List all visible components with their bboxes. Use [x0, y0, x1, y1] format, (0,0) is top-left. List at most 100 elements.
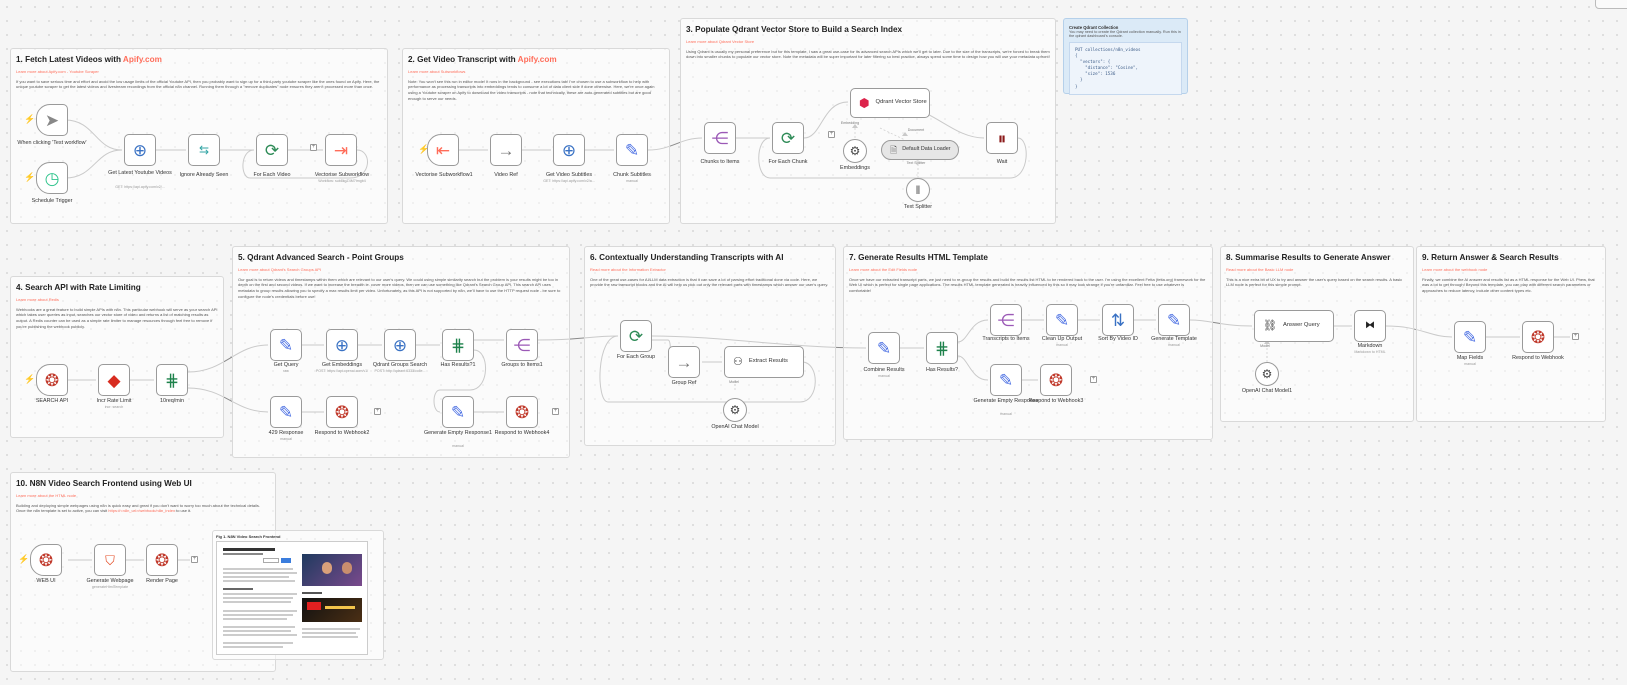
- node-vectorise-subworkflow[interactable]: ⇥: [325, 134, 357, 166]
- node-default-data-loader[interactable]: 🗎Default Data Loader: [881, 140, 959, 160]
- node-generate-empty-response[interactable]: ✎: [990, 364, 1022, 396]
- webhook-icon: ❂: [44, 370, 60, 390]
- node-10req-min[interactable]: ⋕: [156, 364, 188, 396]
- node-qdrant-vector-store[interactable]: ⬢Qdrant Vector Store: [850, 88, 930, 118]
- sticky-link[interactable]: Read more about the Basic LLM node: [1226, 266, 1294, 272]
- sticky-link[interactable]: Read more about the Information Extracto…: [590, 266, 666, 272]
- node-render-page[interactable]: ❂: [146, 544, 178, 576]
- node-embeddings[interactable]: ⚙: [843, 139, 867, 163]
- node-respond-webhook4[interactable]: ❂: [506, 396, 538, 428]
- node-transcripts-to-items[interactable]: ⋲: [990, 304, 1022, 336]
- node-has-results[interactable]: ⋕: [926, 332, 958, 364]
- node-ignore-seen[interactable]: ⇆: [188, 134, 220, 166]
- port-label: Text Splitter: [906, 161, 926, 165]
- node-label: WEB UI: [36, 578, 56, 584]
- node-openai-chat-model1[interactable]: ⚙: [1255, 362, 1279, 386]
- webhook-icon: ❂: [514, 402, 530, 422]
- node-group-ref[interactable]: →: [668, 346, 700, 378]
- trigger-bolt-icon: ⚡: [18, 554, 30, 564]
- split-icon: ⋲: [997, 310, 1015, 330]
- port-label: Embedding: [840, 121, 860, 125]
- sticky-html-template[interactable]: 7. Generate Results HTML Template Learn …: [843, 246, 1213, 440]
- node-text-splitter[interactable]: ‖: [906, 178, 930, 202]
- node-qdrant-groups-search[interactable]: ⊕: [384, 329, 416, 361]
- node-combine-results[interactable]: ✎: [868, 332, 900, 364]
- node-respond-webhook3[interactable]: ❂: [1040, 364, 1072, 396]
- node-get-subtitles[interactable]: ⊕: [553, 134, 585, 166]
- node-schedule-trigger[interactable]: ◷: [36, 162, 68, 194]
- node-manual-trigger[interactable]: ➤: [36, 104, 68, 136]
- node-get-embeddings[interactable]: ⊕: [326, 329, 358, 361]
- canvas-corner-button[interactable]: [1595, 0, 1627, 9]
- node-respond-webhook2[interactable]: ❂: [326, 396, 358, 428]
- sticky-link[interactable]: Learn more about the Edit Fields node: [849, 266, 918, 272]
- node-429-response[interactable]: ✎: [270, 396, 302, 428]
- node-get-query[interactable]: ✎: [270, 329, 302, 361]
- sticky-link[interactable]: Learn more about Apify.com - Youtube Scr…: [16, 68, 99, 74]
- node-vectorise-subworkflow1[interactable]: ⇤: [427, 134, 459, 166]
- sticky-search-api[interactable]: 4. Search API with Rate Limiting Learn m…: [10, 276, 224, 438]
- sticky-body: Our goal is to return videos and timesta…: [238, 276, 561, 299]
- sticky-link[interactable]: Learn more about Qdrant Vector Store: [686, 38, 755, 44]
- node-generate-empty-response1[interactable]: ✎: [442, 396, 474, 428]
- add-node-button[interactable]: +: [374, 408, 381, 415]
- add-node-button[interactable]: +: [1090, 376, 1097, 383]
- redis-icon: ◆: [107, 370, 121, 390]
- node-label: Markdown: [1357, 343, 1383, 349]
- sticky-link[interactable]: Learn more about Subworkflows: [408, 68, 466, 74]
- sticky-link[interactable]: Learn more about the HTML node: [16, 492, 77, 498]
- node-answer-query[interactable]: ⛓Answer Query: [1254, 310, 1334, 342]
- sticky-link[interactable]: Learn more about Redis: [16, 296, 59, 302]
- node-sort-by-video-id[interactable]: ⇅: [1102, 304, 1134, 336]
- sticky-link[interactable]: Learn more about the webhook node: [1422, 266, 1488, 272]
- node-generate-template[interactable]: ✎: [1158, 304, 1190, 336]
- node-has-results1[interactable]: ⋕: [442, 329, 474, 361]
- node-map-fields[interactable]: ✎: [1454, 321, 1486, 353]
- sticky-populate-qdrant[interactable]: 3. Populate Qdrant Vector Store to Build…: [680, 18, 1056, 224]
- node-for-each-group[interactable]: ⟳: [620, 320, 652, 352]
- pause-icon: ⏸: [997, 128, 1007, 148]
- node-label: Get Latest Youtube Videos: [108, 170, 172, 176]
- node-extract-results[interactable]: ⚇Extract Results: [724, 346, 804, 378]
- node-incr-rate-limit[interactable]: ◆: [98, 364, 130, 396]
- sticky-title: 4. Search API with Rate Limiting: [16, 283, 141, 292]
- node-subtitle: manual: [626, 179, 638, 183]
- add-node-button[interactable]: +: [828, 131, 835, 138]
- node-respond-webhook[interactable]: ❂: [1522, 321, 1554, 353]
- node-label: Combine Results: [863, 367, 905, 373]
- node-subtitle: manual: [1168, 343, 1180, 347]
- node-groups-to-items1[interactable]: ⋲: [506, 329, 538, 361]
- node-label: For Each Video: [253, 172, 291, 178]
- pen-icon: ✎: [876, 338, 892, 358]
- node-markdown[interactable]: ⧓: [1354, 310, 1386, 342]
- node-for-each-chunk[interactable]: ⟳: [772, 122, 804, 154]
- node-label: Respond to Webhook: [1512, 355, 1564, 361]
- sticky-title: 2. Get Video Transcript with Apify.com: [408, 55, 557, 64]
- node-video-ref[interactable]: →: [490, 134, 522, 166]
- node-label: OpenAI Chat Model1: [1241, 388, 1293, 394]
- node-label: Chunks to Items: [700, 159, 740, 165]
- node-label: OpenAI Chat Model: [711, 424, 759, 430]
- node-wait[interactable]: ⏸: [986, 122, 1018, 154]
- node-generate-webpage[interactable]: ⛉: [94, 544, 126, 576]
- sticky-title: 10. N8N Video Search Frontend using Web …: [16, 479, 192, 488]
- add-node-button[interactable]: +: [310, 144, 317, 151]
- markdown-icon: ⧓: [1365, 320, 1375, 331]
- node-get-latest-videos[interactable]: ⊕: [124, 134, 156, 166]
- add-node-button[interactable]: +: [552, 408, 559, 415]
- add-node-button[interactable]: +: [191, 556, 198, 563]
- sticky-link[interactable]: Learn more about Qdrant's Search Groups …: [238, 266, 322, 272]
- node-label: Vectorise Subworkflow1: [415, 172, 473, 178]
- node-chunk-subtitles[interactable]: ✎: [616, 134, 648, 166]
- node-web-ui[interactable]: ❂: [30, 544, 62, 576]
- node-subtitle: Markdown to HTML: [1354, 350, 1386, 354]
- node-label: Incr Rate Limit: [96, 398, 132, 404]
- node-clean-up-output[interactable]: ✎: [1046, 304, 1078, 336]
- add-node-button[interactable]: +: [1572, 333, 1579, 340]
- sticky-create-collection[interactable]: Create Qdrant Collection You may need to…: [1063, 18, 1188, 95]
- node-for-each-video[interactable]: ⟳: [256, 134, 288, 166]
- node-chunks-to-items[interactable]: ⋲: [704, 122, 736, 154]
- node-search-api[interactable]: ❂: [36, 364, 68, 396]
- node-openai-chat-model[interactable]: ⚙: [723, 398, 747, 422]
